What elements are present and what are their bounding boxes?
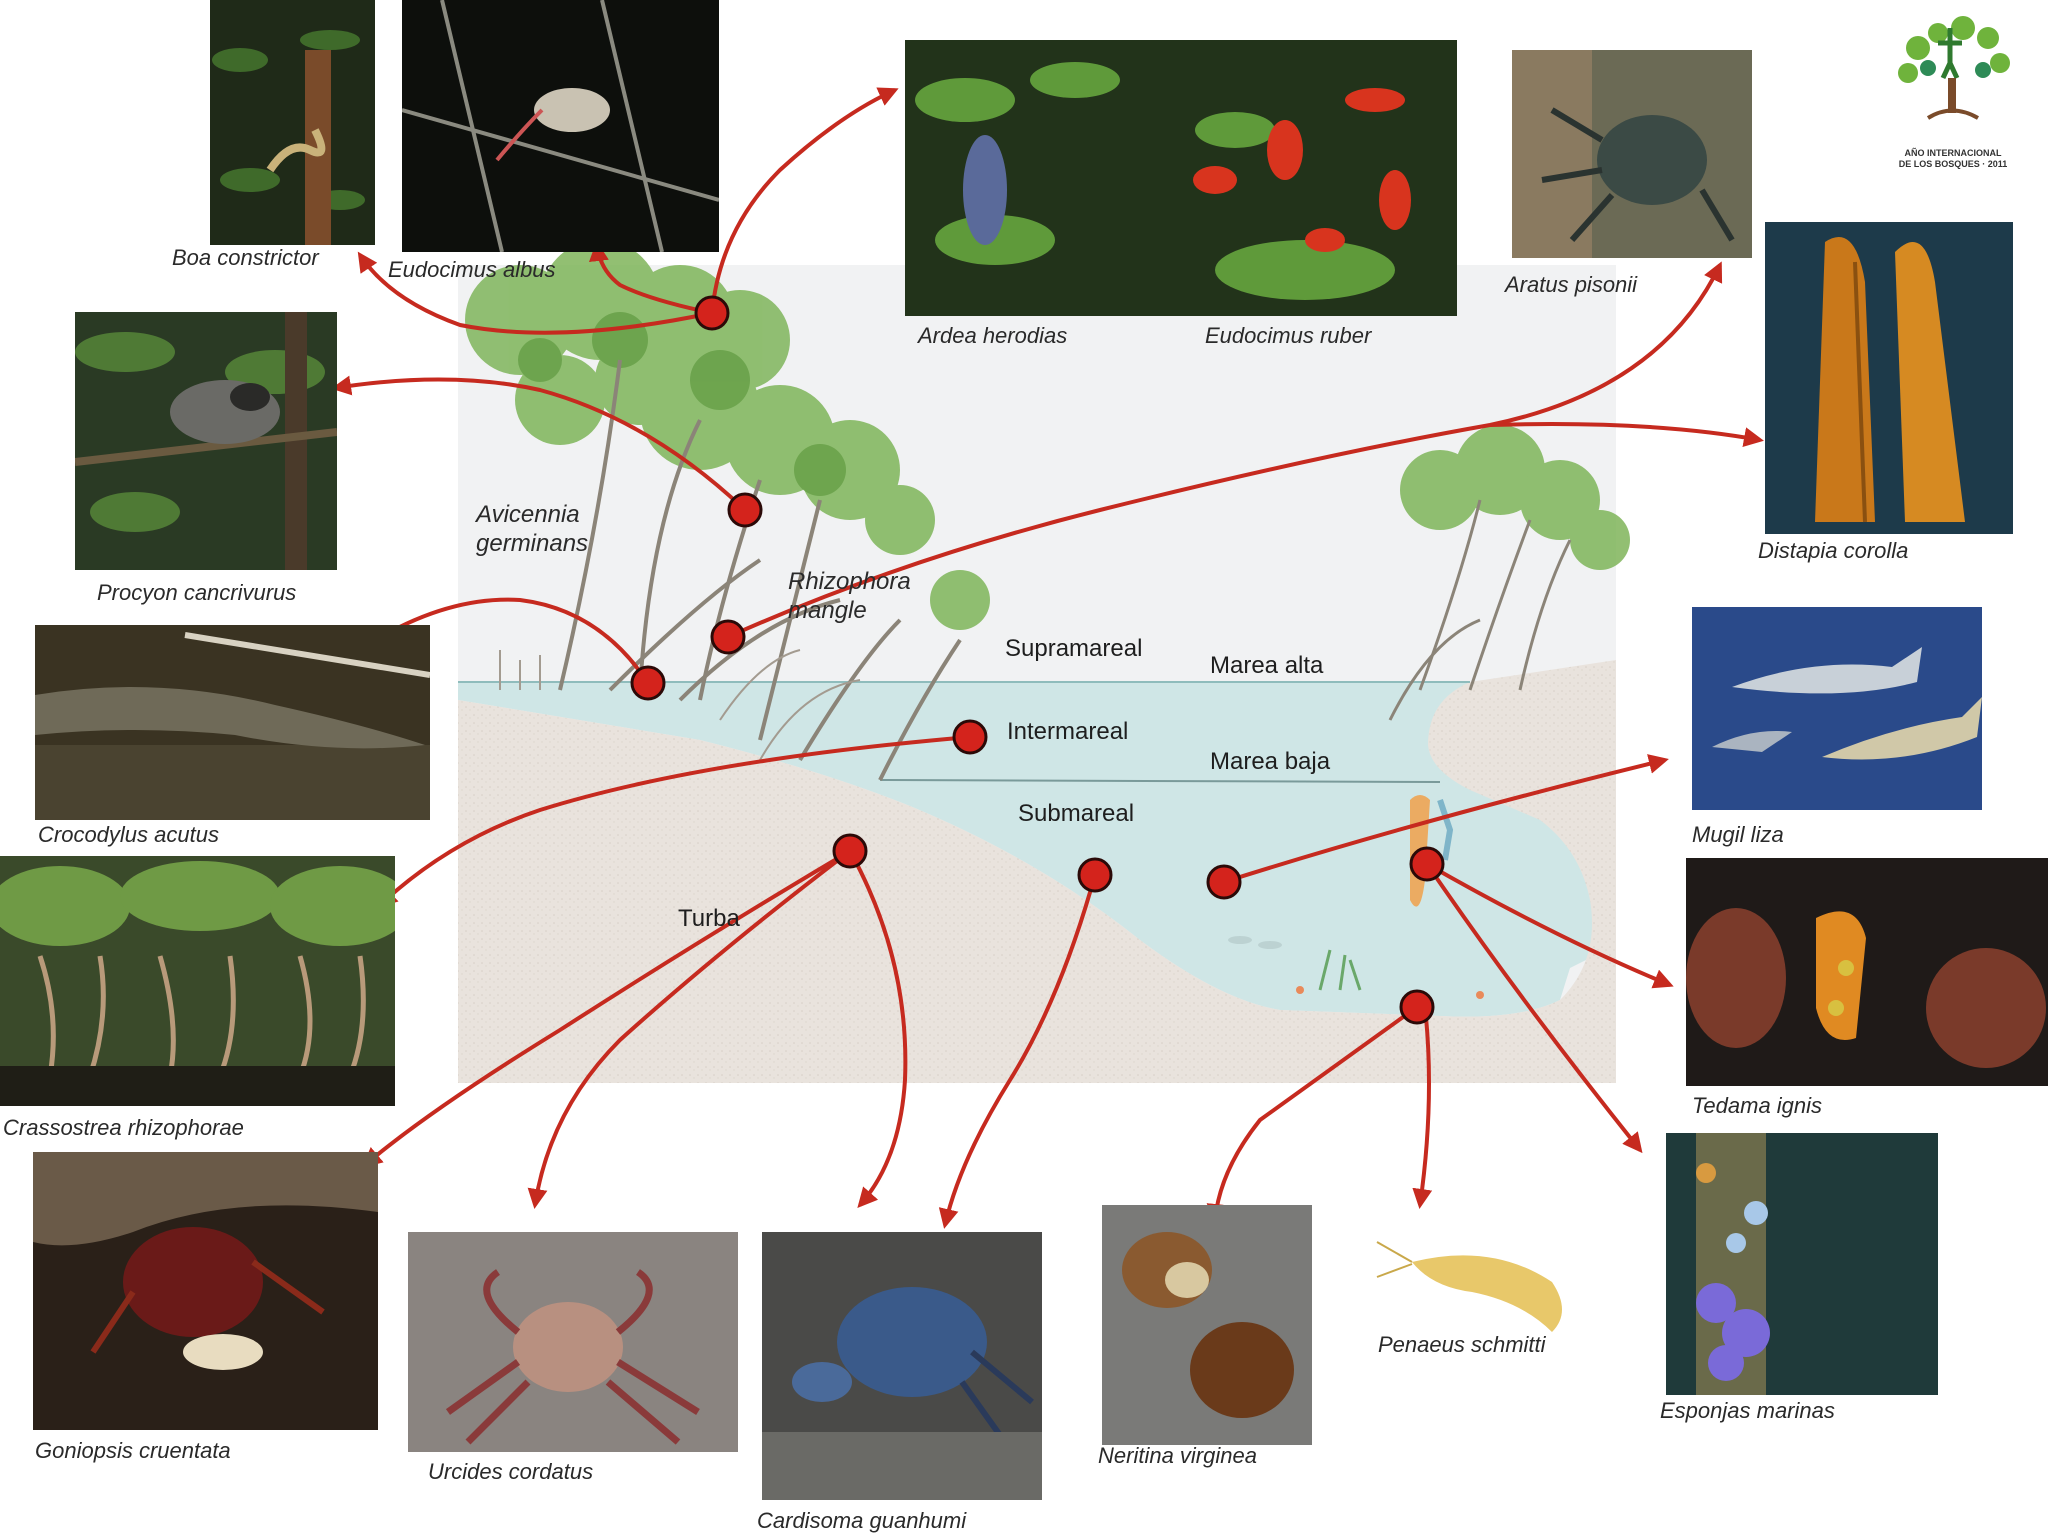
arrow-to-esponjas bbox=[1425, 862, 1643, 1154]
water-body bbox=[458, 682, 1616, 1017]
marker-intermareal bbox=[952, 719, 988, 755]
arrow-to-cardisoma-b bbox=[938, 874, 1097, 1229]
sediment-left bbox=[458, 660, 1616, 1083]
label-neritina-virginea: Neritina virginea bbox=[1098, 1443, 1257, 1468]
photo-crocodylus-acutus bbox=[35, 625, 430, 820]
photo-urcides-cordatus bbox=[408, 1232, 738, 1452]
photo-eudocimus-albus bbox=[402, 0, 719, 252]
label-mugil-liza: Mugil liza bbox=[1692, 822, 1784, 847]
label-cardisoma-guanhumi: Cardisoma guanhumi bbox=[757, 1508, 967, 1533]
marker-turba bbox=[832, 833, 868, 869]
plant-rhizophora-label: Rhizophora mangle bbox=[788, 568, 911, 624]
zone-supramareal: Supramareal bbox=[1005, 635, 1143, 662]
photo-boa-constrictor bbox=[210, 0, 375, 245]
arrow-to-procyon bbox=[331, 375, 747, 512]
label-aratus-pisonii: Aratus pisonii bbox=[1505, 272, 1638, 297]
label-boa-constrictor: Boa constrictor bbox=[172, 245, 319, 270]
arrow-to-distapia bbox=[1489, 422, 1764, 447]
photo-cardisoma-guanhumi bbox=[762, 1232, 1042, 1500]
label-urcides-cordatus: Urcides cordatus bbox=[428, 1459, 594, 1484]
label-procyon-cancrivurus: Procyon cancrivurus bbox=[97, 580, 297, 605]
photo-procyon-cancrivurus bbox=[75, 312, 337, 570]
tide-marea-baja: Marea baja bbox=[1210, 748, 1331, 775]
photo-neritina-virginea bbox=[1102, 1205, 1312, 1445]
marker-avicennia bbox=[727, 492, 763, 528]
marker-roots bbox=[630, 665, 666, 701]
arrow-to-ardea bbox=[710, 87, 899, 314]
arrow-to-crassostrea bbox=[377, 735, 971, 908]
arrow-to-neritina bbox=[1206, 1005, 1419, 1224]
label-penaeus-schmitti: Penaeus schmitti bbox=[1378, 1332, 1546, 1357]
arrow-to-goniopsis bbox=[361, 849, 852, 1168]
mangrove-forest-right bbox=[1388, 425, 1630, 721]
photo-tedama-ignis bbox=[1686, 858, 2048, 1086]
photo-mugil-liza bbox=[1692, 607, 1982, 810]
arrow-to-tedama bbox=[1426, 862, 1674, 989]
photo-distapia-corolla bbox=[1765, 222, 2013, 534]
marker-canopy bbox=[694, 295, 730, 331]
markers bbox=[630, 295, 1445, 1025]
photo-crassostrea-rhizophorae bbox=[0, 856, 395, 1106]
photo-penaeus-schmitti bbox=[1372, 1222, 1597, 1362]
label-tedama-ignis: Tedama ignis bbox=[1692, 1093, 1823, 1118]
tide-marea-alta: Marea alta bbox=[1210, 652, 1324, 679]
arrows bbox=[331, 87, 1764, 1229]
photo-ardea-eudocimus-ruber bbox=[905, 40, 1457, 316]
plant-avicennia-label: Avicennia germinans bbox=[476, 501, 589, 557]
marker-rhizophora bbox=[710, 619, 746, 655]
low-tide-line bbox=[879, 779, 1441, 783]
marker-submareal bbox=[1077, 857, 1113, 893]
arrow-to-cardisoma-a bbox=[848, 850, 908, 1208]
label-ardea-herodias: Ardea herodias bbox=[918, 323, 1068, 348]
photo-esponjas-marinas bbox=[1666, 1133, 1938, 1395]
logo-caption: AÑO INTERNACIONAL DE LOS BOSQUES · 2011 bbox=[1898, 148, 2008, 169]
marker-bottom bbox=[1399, 989, 1435, 1025]
logo-international-year-forests bbox=[1888, 8, 2018, 148]
label-eudocimus-ruber: Eudocimus ruber bbox=[1205, 323, 1372, 348]
arrow-to-eudocimus-albus bbox=[588, 241, 713, 315]
marker-water-column bbox=[1206, 864, 1242, 900]
photo-aratus-pisonii bbox=[1512, 50, 1752, 258]
label-distapia-corolla: Distapia corolla bbox=[1758, 538, 1909, 563]
arrow-to-boa bbox=[357, 251, 713, 335]
label-goniopsis-cruentata: Goniopsis cruentata bbox=[35, 1438, 231, 1463]
zone-intermareal: Intermareal bbox=[1007, 718, 1129, 745]
photo-goniopsis-cruentata bbox=[33, 1152, 378, 1430]
arrow-to-mugil bbox=[1223, 754, 1669, 884]
label-esponjas-marinas: Esponjas marinas bbox=[1660, 1398, 1835, 1423]
label-crassostrea-rhizophorae: Crassostrea rhizophorae bbox=[3, 1115, 244, 1140]
arrow-to-aratus-distapia bbox=[727, 261, 1723, 639]
arrow-to-penaeus bbox=[1412, 1006, 1433, 1209]
label-crocodylus-acutus: Crocodylus acutus bbox=[38, 822, 219, 847]
arrow-to-urcides bbox=[527, 849, 852, 1209]
label-eudocimus-albus: Eudocimus albus bbox=[388, 257, 556, 282]
marker-roots-submerged bbox=[1409, 846, 1445, 882]
zone-turba: Turba bbox=[678, 905, 740, 932]
zone-submareal: Submareal bbox=[1018, 800, 1135, 827]
